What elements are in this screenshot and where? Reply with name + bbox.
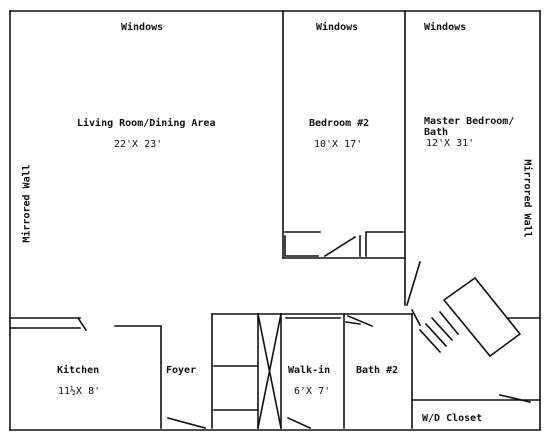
- kitchen-dims: 11½X 8': [58, 386, 101, 397]
- mirrored-wall-right-label: Mirrored Wall: [521, 159, 533, 238]
- door-bath2: [346, 314, 374, 328]
- windows-label-middle: Windows: [316, 22, 359, 33]
- living-room-name: Living Room/Dining Area: [77, 118, 216, 129]
- bath2-name: Bath #2: [356, 365, 399, 376]
- master-tub: [442, 276, 522, 358]
- kitchen-counter-break: [76, 316, 88, 332]
- master-vanity-d: [438, 310, 460, 336]
- foyer-name: Foyer: [166, 365, 197, 376]
- closet-bedroom2-left: [284, 235, 319, 257]
- master-name-line2: Bath: [424, 127, 449, 138]
- walkin-name: Walk-in: [288, 365, 331, 376]
- master-name-line1: Master Bedroom/: [424, 116, 515, 127]
- door-bedroom2: [323, 235, 357, 258]
- bedroom2-dims: 10'X 17': [314, 139, 363, 150]
- chase-x-b: [257, 313, 282, 429]
- closet-bedroom2-right: [365, 231, 404, 257]
- wd-closet-door: [499, 394, 531, 403]
- master-dims: 12'X 31': [426, 138, 475, 149]
- door-bath2-swing: [345, 321, 361, 325]
- kitchen-name: Kitchen: [57, 365, 100, 376]
- master-vanity-a: [418, 328, 442, 354]
- master-vanity-b: [424, 322, 448, 348]
- door-master: [406, 261, 421, 306]
- windows-label-right: Windows: [424, 22, 467, 33]
- windows-label-left: Windows: [121, 22, 164, 33]
- wd-closet-name: W/D Closet: [422, 413, 483, 424]
- foyer-door: [167, 417, 206, 429]
- walkin-door: [286, 416, 312, 430]
- bedroom2-name: Bedroom #2: [309, 118, 370, 129]
- master-wall-stub: [410, 308, 422, 327]
- master-vanity-c: [430, 316, 454, 342]
- mirrored-wall-left-label: Mirrored Wall: [21, 164, 33, 243]
- walkin-dims: 6'X 7': [294, 386, 331, 397]
- living-room-dims: 22'X 23': [114, 139, 163, 150]
